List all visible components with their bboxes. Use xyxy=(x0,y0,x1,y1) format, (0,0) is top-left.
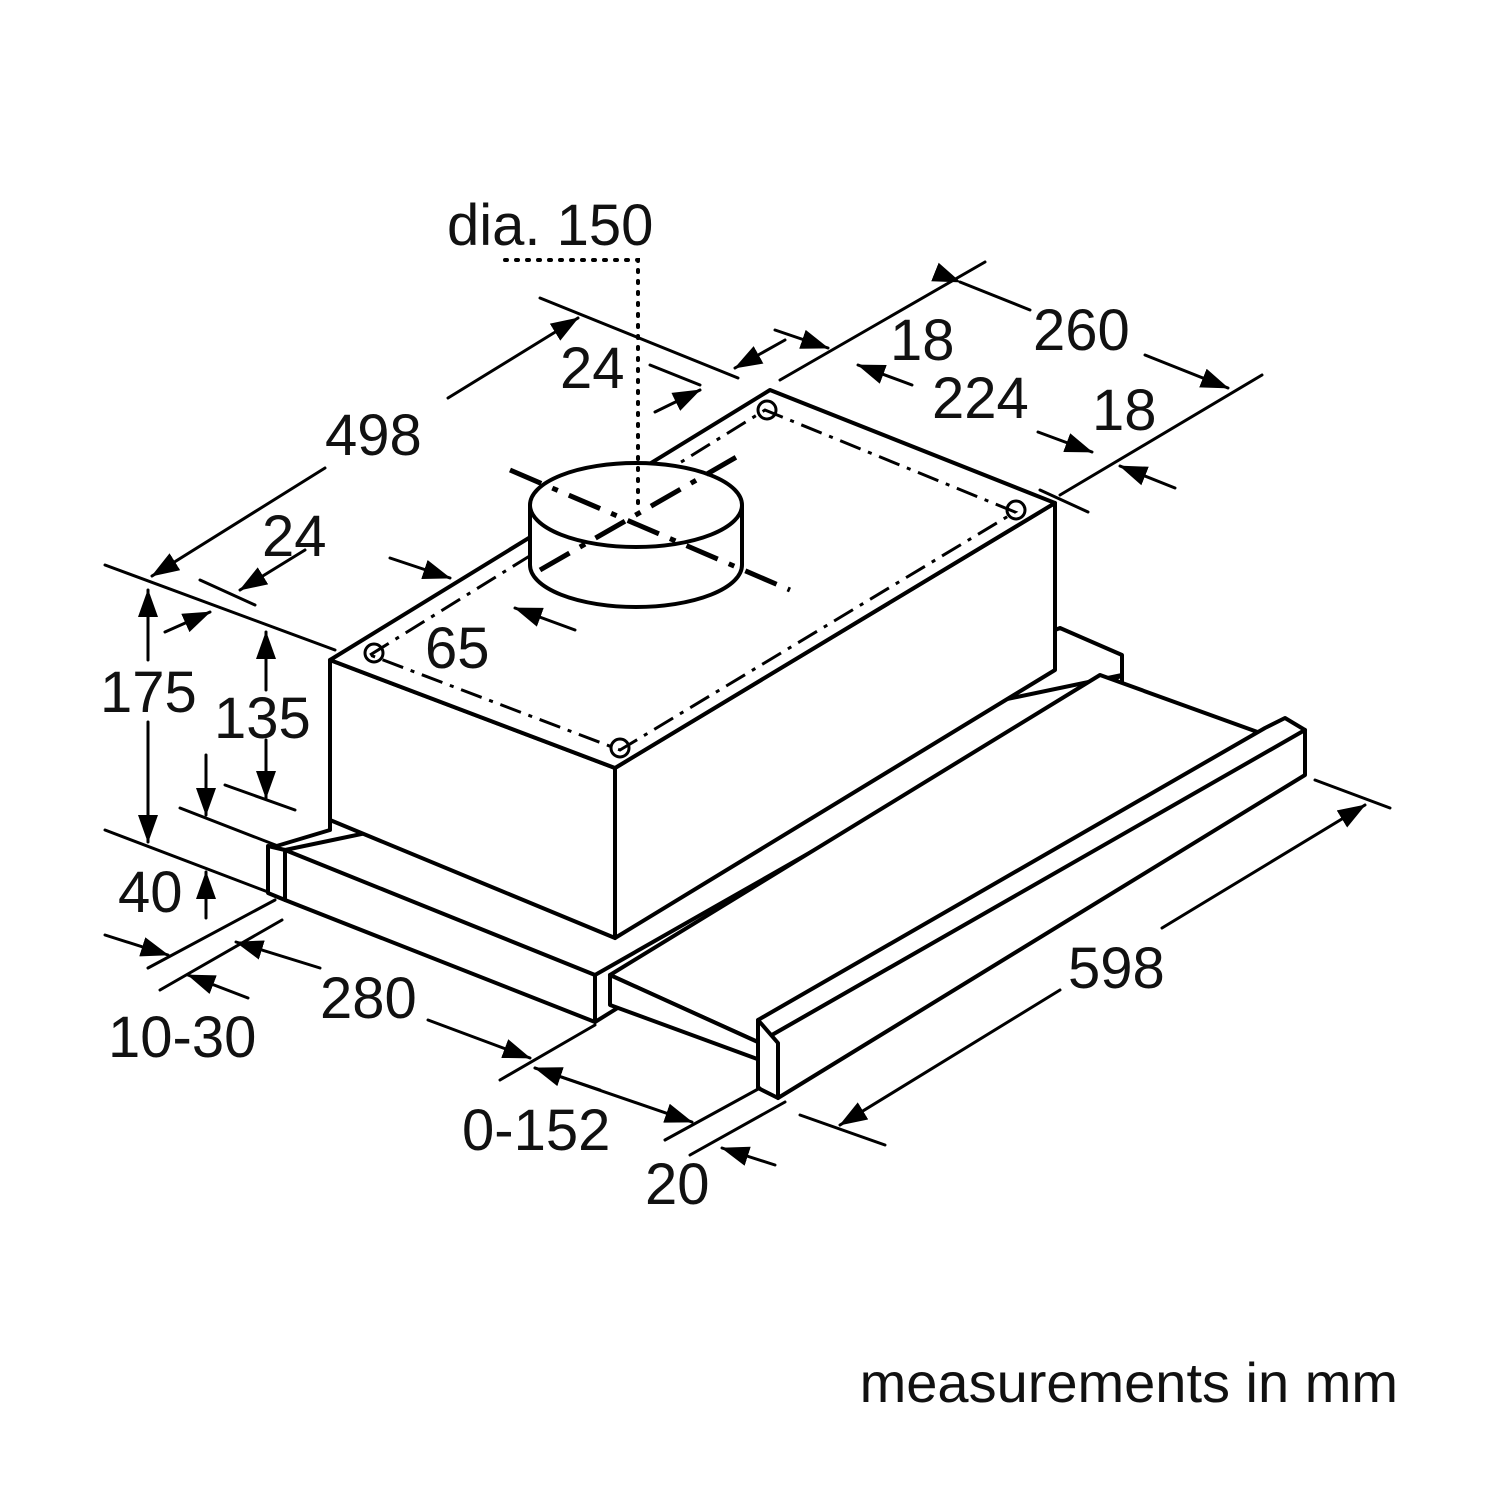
extension-line xyxy=(1313,778,1392,810)
label-40: 40 xyxy=(118,860,183,925)
dim-224-arrow xyxy=(856,363,914,387)
base-end-block xyxy=(266,844,287,902)
extension-line xyxy=(498,1023,597,1082)
extension-line xyxy=(198,578,257,607)
dim-24-arrow xyxy=(653,388,702,414)
extension-line xyxy=(1058,373,1264,497)
duct-collar-rim xyxy=(528,461,744,549)
screw-icon xyxy=(609,737,631,759)
label-135: 135 xyxy=(214,686,311,751)
extension-line xyxy=(538,296,740,380)
dim-280-arrow xyxy=(426,1018,532,1060)
label-20: 20 xyxy=(645,1152,710,1217)
extension-line xyxy=(158,918,284,992)
dim-65-arrow xyxy=(513,606,577,632)
label-65: 65 xyxy=(425,616,490,681)
label-18-right: 18 xyxy=(1092,378,1157,443)
dim-24-arrow xyxy=(238,548,307,592)
dim-498-arrow xyxy=(446,316,580,400)
label-175: 175 xyxy=(100,660,197,725)
hood-body xyxy=(266,388,1307,1100)
units-caption: measurements in mm xyxy=(860,1351,1398,1414)
dim-280-arrow xyxy=(234,940,322,970)
label-24-top: 24 xyxy=(560,336,625,401)
fixing-screw-icons xyxy=(363,399,1027,759)
label-diameter: dia. 150 xyxy=(447,193,653,258)
extension-line xyxy=(663,1086,762,1142)
screw-icon xyxy=(1005,499,1027,521)
dim-598-arrow xyxy=(838,988,1062,1127)
dim-0-152-arrow xyxy=(533,1066,602,1092)
dim-18-arrow xyxy=(773,328,830,350)
extension-line xyxy=(146,898,277,970)
dim-65-arrow xyxy=(388,556,452,580)
dimension-labels: dia. 150 260 18 224 18 24 498 24 65 175 … xyxy=(100,193,1165,1217)
visor-bar-end xyxy=(756,1018,780,1100)
duct-collar xyxy=(509,452,791,609)
label-498: 498 xyxy=(325,403,422,468)
center-axis-line xyxy=(509,467,791,593)
dim-598-arrow xyxy=(1160,803,1367,930)
extension-line xyxy=(688,1100,787,1157)
extension-line xyxy=(1038,488,1090,514)
extension-line xyxy=(178,806,280,848)
label-24-left: 24 xyxy=(262,504,327,569)
dim-10-30-arrow xyxy=(103,933,170,957)
dim-24-arrow xyxy=(163,610,212,634)
dim-224-arrow xyxy=(1036,430,1094,454)
label-224: 224 xyxy=(932,366,1029,431)
dim-18-arrow xyxy=(733,338,787,370)
label-0-152: 0-152 xyxy=(462,1098,610,1163)
dim-10-30-arrow xyxy=(186,973,250,1000)
extension-line xyxy=(103,563,337,652)
diameter-leader xyxy=(503,258,640,507)
label-598: 598 xyxy=(1068,936,1165,1001)
screw-icon xyxy=(756,399,778,421)
dim-260-arrow xyxy=(1143,353,1230,390)
extension-line xyxy=(223,783,297,812)
dimension-lines xyxy=(103,260,1392,1167)
dim-24-line xyxy=(648,363,702,387)
screw-icon xyxy=(363,642,385,664)
dim-18-arrow xyxy=(1118,464,1177,490)
dim-498-arrow xyxy=(150,466,327,578)
label-18-top: 18 xyxy=(890,308,955,373)
extension-line xyxy=(103,828,270,894)
label-280: 280 xyxy=(320,966,417,1031)
label-260: 260 xyxy=(1033,298,1130,363)
dim-260-arrow xyxy=(931,262,1032,312)
dim-20-arrow xyxy=(720,1146,777,1167)
center-axis-line xyxy=(538,452,742,573)
extension-line xyxy=(798,1113,887,1147)
label-10-30: 10-30 xyxy=(108,1005,256,1070)
